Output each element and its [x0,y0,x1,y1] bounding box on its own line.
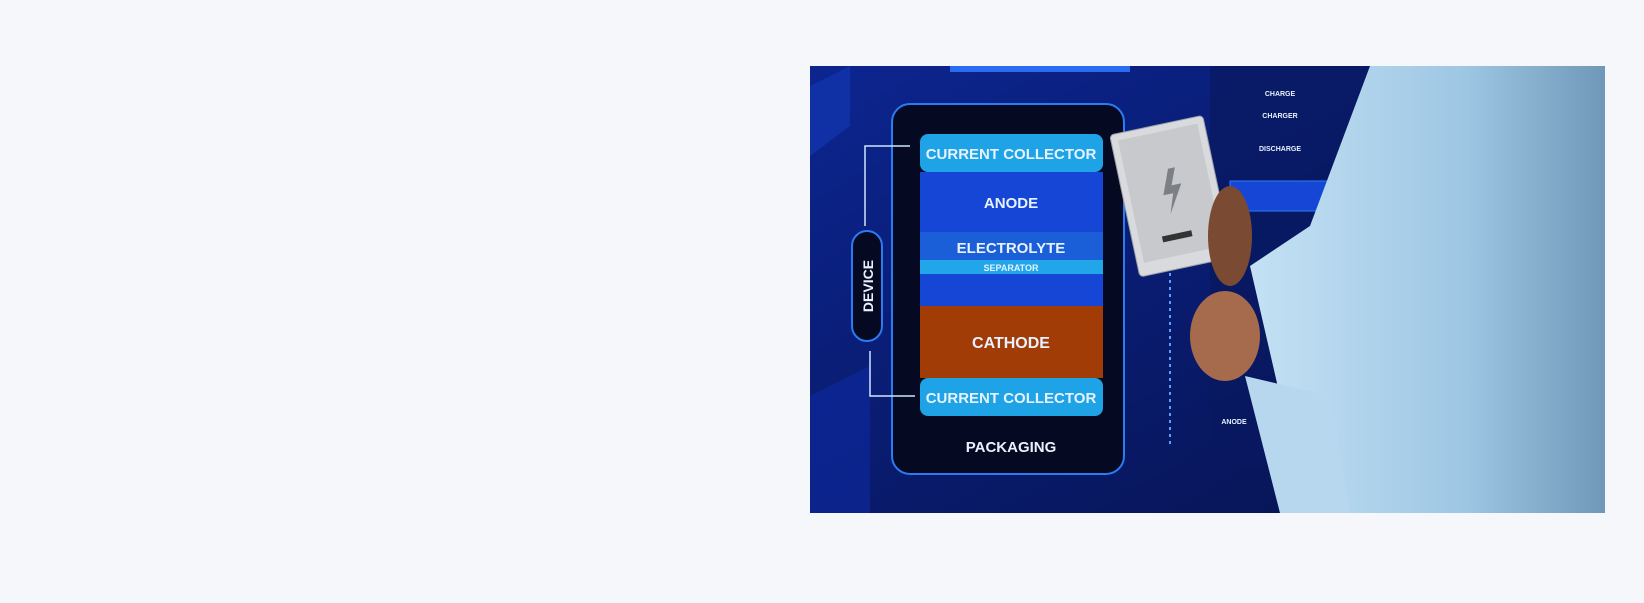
person-shirt [1250,66,1605,513]
layer-electrolyte: ELECTROLYTE [957,240,1066,257]
person-sleeve [1245,376,1350,513]
side-charger: CHARGER [1262,113,1297,120]
layer-packaging: PACKAGING [966,439,1057,456]
person-hand [1208,186,1252,286]
lightning-bolt-icon [1163,167,1182,215]
barcode-icon [1161,230,1193,243]
layer-current-collector-bottom: CURRENT COLLECTOR [926,390,1097,407]
battery-pouch [1109,115,1233,277]
side-anode: ANODE [1221,419,1247,426]
layer-current-collector-top: CURRENT COLLECTOR [926,146,1097,163]
device-pill [851,230,883,342]
side-charge: CHARGE [1265,91,1296,98]
arrow-to-device-icon [864,145,910,226]
device-label: DEVICE [860,260,876,312]
arrow-from-device-icon [869,351,915,397]
battery-diagram-photo: CHARGE CHARGER DISCHARGE CURRENT COLLECT… [810,66,1605,513]
side-discharge: DISCHARGE [1259,146,1301,153]
person-hand [1190,291,1260,381]
layer-cathode: CATHODE [972,335,1050,352]
layer-separator: SEPARATOR [983,263,1039,273]
hero-image: CHARGE CHARGER DISCHARGE CURRENT COLLECT… [810,66,1605,513]
layer-anode: ANODE [984,195,1038,212]
